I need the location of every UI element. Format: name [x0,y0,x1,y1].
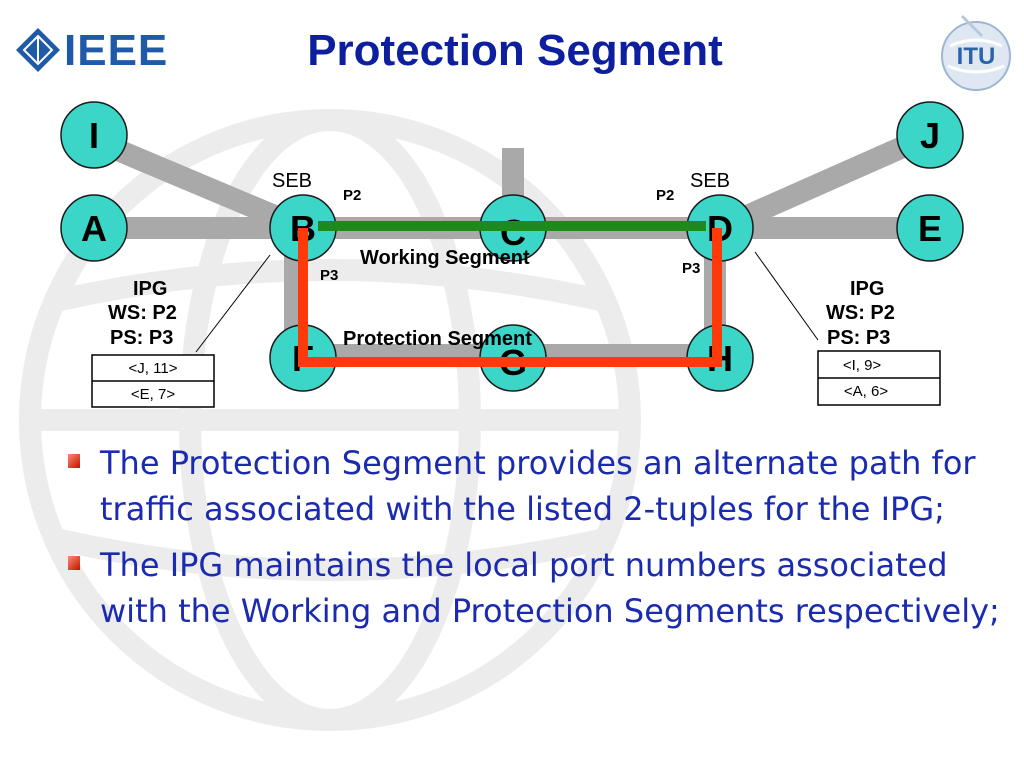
bullet-text: The Protection Segment provides an alter… [100,444,976,528]
ipg-right: IPG WS: P2 PS: P3 [826,278,895,349]
callout-line-right [754,251,819,341]
node-E [896,194,964,262]
node-label-A: A [81,208,107,249]
slide-title: Protection Segment [307,26,723,75]
ipg-left-table: <J, 11> <E, 7> [91,354,215,408]
ieee-logo-text: IEEE [64,26,169,75]
ipg-left-title: IPG [133,278,167,300]
node-label-C: C [500,212,526,253]
link-D-J [715,124,935,239]
itu-logo: ITU [941,14,1011,91]
protection-segment-path [298,228,722,367]
ipg-left-tuple-row: <E, 7> [131,386,175,403]
port-p2-right: P2 [656,187,674,204]
port-p2-left: P2 [343,187,361,204]
node-A [60,194,128,262]
port-p3-right: P3 [682,260,700,277]
node-J [896,101,964,169]
port-p3-left: P3 [320,267,338,284]
port-labels: SEB SEB P2 P2 P3 P3 Working Segment Prot… [272,170,730,350]
ipg-left-ps: PS: P3 [110,327,173,349]
bullet-text: The IPG maintains the local port numbers… [100,546,1000,630]
ipg-right-table: <I, 9> <A, 6> [817,350,941,406]
callout-line-left [195,254,271,353]
node-label-J: J [920,115,940,156]
bullet-item: The IPG maintains the local port numbers… [60,542,1010,634]
ipg-right-tuple-row: <I, 9> [843,357,882,374]
bullet-list: The Protection Segment provides an alter… [60,440,1010,644]
seb-label-right: SEB [690,170,730,192]
ipg-right-ps: PS: P3 [827,327,890,349]
ipg-left-ws: WS: P2 [108,302,177,324]
square-bullet-icon [68,454,80,468]
ipg-left-tuple-row: <J, 11> [129,360,178,377]
ipg-right-tuple-row: <A, 6> [844,383,888,400]
node-label-I: I [89,115,99,156]
node-label-E: E [918,208,942,249]
seb-label-left: SEB [272,170,312,192]
itu-logo-text: ITU [957,43,996,70]
bullet-item: The Protection Segment provides an alter… [60,440,1010,532]
square-bullet-icon [68,556,80,570]
ipg-right-title: IPG [850,278,884,300]
link-I-B [89,129,308,239]
working-segment-label: Working Segment [360,247,530,269]
ieee-logo [16,28,60,72]
protection-segment-label: Protection Segment [343,328,532,350]
node-I [60,101,128,169]
ipg-right-ws: WS: P2 [826,302,895,324]
ipg-left: IPG WS: P2 PS: P3 [108,278,177,349]
